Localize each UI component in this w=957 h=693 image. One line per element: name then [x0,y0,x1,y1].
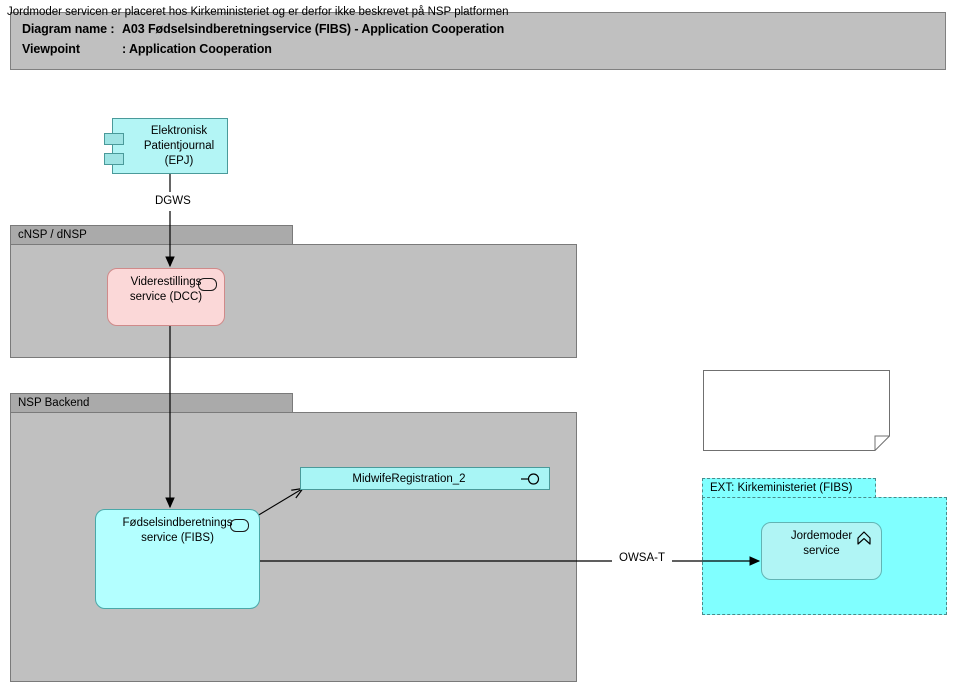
edge-label-owsa-t: OWSA-T [616,552,668,564]
diagram-name-label: Diagram name : [22,22,115,36]
node-jordemoder-label: Jordemoder service [768,529,875,559]
diagram-name-value: A03 Fødselsindberetningservice (FIBS) - … [122,22,505,36]
note-text: Jordmoder servicen er placeret hos Kirke… [7,6,509,18]
edge-label-dgws: DGWS [152,195,194,207]
group-cnsp-dnsp-body [10,244,577,358]
node-jordemoder-label-line2: service [803,545,840,557]
note-shape [703,370,890,451]
group-ext-kirkeministeriet-header: EXT: Kirkeministeriet (FIBS) [702,478,876,498]
application-function-icon [857,531,871,545]
node-epj-label-line3: (EPJ) [164,154,194,167]
node-dcc-label-line1: Viderestillings [130,276,202,288]
node-jordemoder-label-line1: Jordemoder [790,530,853,542]
viewpoint-value: : Application Cooperation [122,42,272,56]
application-service-icon [198,278,217,291]
node-epj-label: Elektronisk Patientjournal (EPJ) [135,119,223,173]
group-cnsp-dnsp[interactable]: cNSP / dNSP [10,225,577,358]
uml-component-tab-icon [104,133,124,145]
uml-component-tab-icon [104,153,124,165]
diagram-title-bar: Diagram name : A03 Fødselsindberetningser… [10,12,946,70]
viewpoint-line: Viewpoint : Application Cooperation [22,42,272,56]
viewpoint-label: Viewpoint [22,42,80,56]
node-fibs-label-line2: service (FIBS) [141,532,214,544]
node-midwiferegistration-2-label: MidwifeRegistration_2 [352,472,466,485]
node-dcc-label-line2: service (DCC) [129,291,203,303]
provided-interface-lollipop-icon [521,473,540,485]
node-epj-label-line1: Elektronisk [150,124,208,137]
node-fodselsindberetnings-service-fibs[interactable]: Fødselsindberetnings service (FIBS) [95,509,260,609]
group-nsp-backend-header: NSP Backend [10,393,293,413]
node-dcc-label: Viderestillings service (DCC) [114,275,218,305]
diagram-name-line: Diagram name : A03 Fødselsindberetningser… [22,22,504,36]
group-ext-kirkeministeriet[interactable]: EXT: Kirkeministeriet (FIBS) [702,478,947,615]
node-fibs-label: Fødselsindberetnings service (FIBS) [102,516,253,546]
node-viderestillings-service-dcc[interactable]: Viderestillings service (DCC) [107,268,225,326]
application-service-icon [230,519,249,532]
node-fibs-label-line1: Fødselsindberetnings [122,517,233,529]
node-elektronisk-patientjournal-epj[interactable]: Elektronisk Patientjournal (EPJ) [104,118,228,174]
node-epj-label-line2: Patientjournal [143,139,215,152]
node-midwiferegistration-2-interface[interactable]: MidwifeRegistration_2 [300,467,550,490]
node-jordemoder-service[interactable]: Jordemoder service [761,522,882,580]
